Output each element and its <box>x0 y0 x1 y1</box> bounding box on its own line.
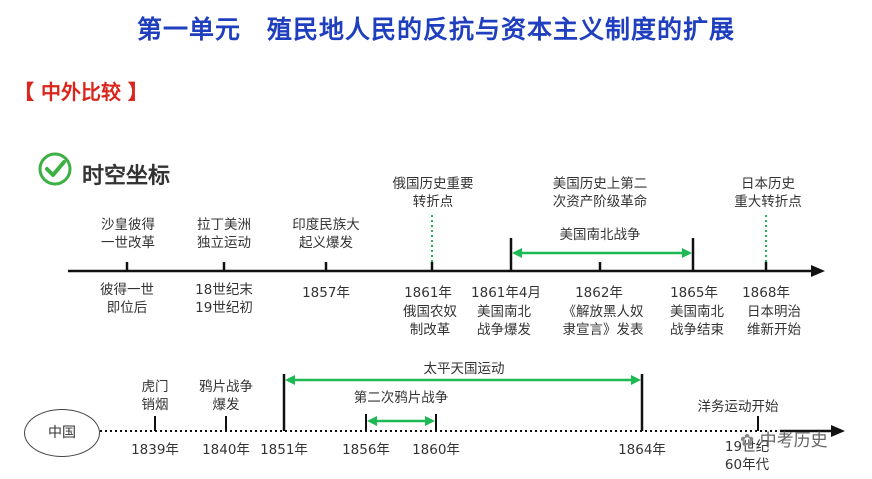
world-event-label: 拉丁美洲 独立运动 <box>197 217 251 251</box>
world-event-label: 美国南北 战争结束 <box>670 304 724 338</box>
world-axis-arrow-icon <box>811 265 825 277</box>
china-year-label: 1840年 <box>202 442 250 458</box>
world-event-label: 印度民族大 起义爆发 <box>292 217 360 251</box>
china-year-label: 1860年 <box>412 442 460 458</box>
page-title: 第一单元 殖民地人民的反抗与资本主义制度的扩展 <box>136 15 735 44</box>
world-event-label: 俄国农奴 制改革 <box>403 304 457 338</box>
china-event-label: 鸦片战争 爆发 <box>199 379 253 413</box>
world-event-label: 日本明治 维新开始 <box>747 304 801 338</box>
timeline-heading: 时空坐标 <box>82 164 171 189</box>
watermark-text: 中考历史 <box>759 431 828 451</box>
world-event-label: 《解放黑人奴 隶宣言》发表 <box>562 304 644 338</box>
watermark: ✿ 中考历史 <box>740 426 828 451</box>
china-event-label: 虎门 销烟 <box>141 379 169 413</box>
world-year-label: 18世纪末 19世纪初 <box>195 282 253 316</box>
world-year-label: 1868年 <box>742 285 790 301</box>
section-label: 【 中外比较 】 <box>14 80 148 104</box>
civil-war-span-label: 美国南北战争 <box>559 227 641 243</box>
china-year-label: 1851年 <box>260 442 308 458</box>
china-event-label: 洋务运动开始 <box>697 399 779 415</box>
world-event-label: 美国历史上第二 次资产阶级革命 <box>552 176 648 210</box>
span-arrow-right-icon <box>682 248 692 258</box>
china-axis-arrow-icon <box>831 425 845 437</box>
china-year-label: 19世纪 60年代 <box>724 439 770 473</box>
span-arrow-left-icon <box>512 248 522 258</box>
world-year-label: 1861年4月 <box>471 285 541 301</box>
span-arrow-left-icon <box>285 375 295 385</box>
world-year-label: 彼得一世 即位后 <box>100 282 154 316</box>
world-year-label: 1865年 <box>670 285 718 301</box>
world-year-label: 1861年 <box>404 285 452 301</box>
china-year-label: 1839年 <box>131 442 179 458</box>
china-year-label: 1864年 <box>618 442 666 458</box>
china-year-label: 1856年 <box>342 442 390 458</box>
span-arrow-left-icon <box>367 416 377 426</box>
world-event-label: 日本历史 重大转折点 <box>734 176 802 210</box>
taiping-span-label: 太平天国运动 <box>423 361 505 377</box>
world-year-label: 1857年 <box>302 285 350 301</box>
world-event-label: 美国南北 战争爆发 <box>477 304 531 338</box>
china-oval-label: 中国 <box>24 409 100 457</box>
checkmark-icon <box>38 152 72 186</box>
opium2-span-label: 第二次鸦片战争 <box>353 390 449 406</box>
span-arrow-right-icon <box>631 375 641 385</box>
world-year-label: 1862年 <box>575 285 623 301</box>
world-event-label: 俄国历史重要 转折点 <box>392 176 474 210</box>
span-arrow-right-icon <box>425 416 435 426</box>
world-event-label: 沙皇彼得 一世改革 <box>101 217 155 251</box>
wechat-icon: ✿ <box>740 431 755 451</box>
